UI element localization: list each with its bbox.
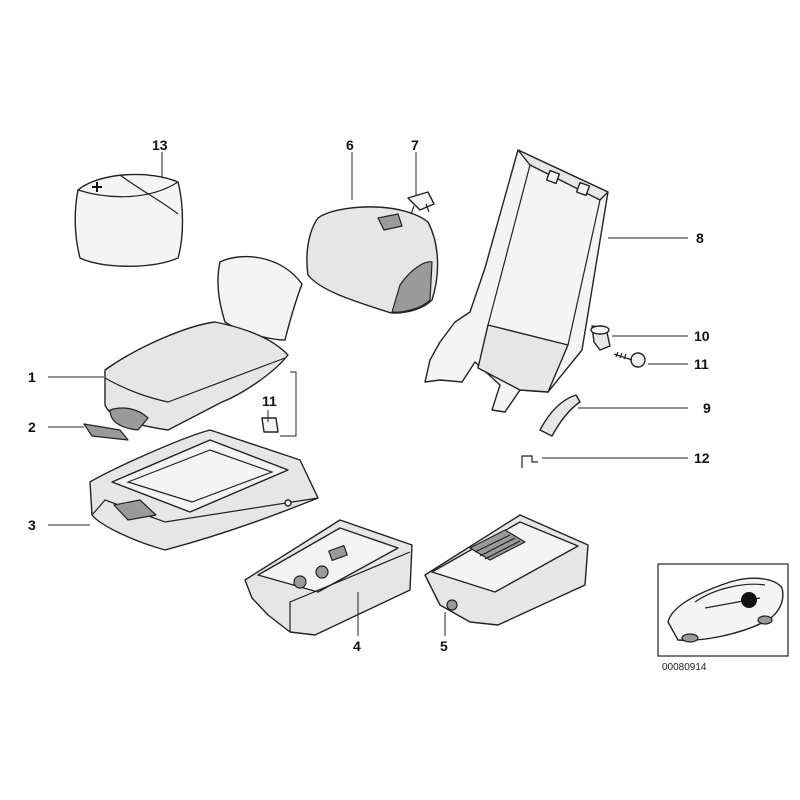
part-8-frame[interactable] [424,149,609,413]
location-marker [741,592,757,608]
callout-4[interactable]: 4 [353,638,361,654]
callout-12[interactable]: 12 [694,450,710,466]
part-10-fastener[interactable] [590,325,611,351]
callout-8[interactable]: 8 [696,230,704,246]
callout-1[interactable]: 1 [28,369,36,385]
callout-5[interactable]: 5 [440,638,448,654]
callout-6[interactable]: 6 [346,137,354,153]
part-13-first-aid-kit[interactable] [74,173,184,267]
callout-7[interactable]: 7 [411,137,419,153]
part-6-armrest-cover[interactable] [306,206,439,314]
part-1-armrest-lid[interactable] [104,255,303,431]
callout-2[interactable]: 2 [28,419,36,435]
leader-lines [48,152,688,636]
car-location-icon [667,577,784,643]
callout-11-left[interactable]: 11 [262,393,277,409]
reference-code: 00080914 [662,662,707,673]
part-5-tray-grid[interactable] [424,514,589,626]
callout-labels: 13 6 7 8 10 11 9 12 1 2 11 3 4 5 [28,137,711,654]
callout-10[interactable]: 10 [694,328,710,344]
part-7-clip[interactable] [407,191,435,215]
callout-3[interactable]: 3 [28,517,36,533]
part-3-base-housing[interactable] [89,429,319,551]
inset-car-view: 00080914 [657,563,789,673]
part-12-clip[interactable] [521,455,538,468]
callout-13[interactable]: 13 [152,137,168,153]
callout-9[interactable]: 9 [703,400,711,416]
part-4-tray-insert[interactable] [244,519,413,636]
part-11-screw[interactable] [613,351,646,368]
callout-11-right[interactable]: 11 [694,356,709,372]
part-11-pin[interactable] [261,417,279,433]
part-9-trim[interactable] [539,394,581,437]
part-2-trim-strip[interactable] [83,423,129,441]
